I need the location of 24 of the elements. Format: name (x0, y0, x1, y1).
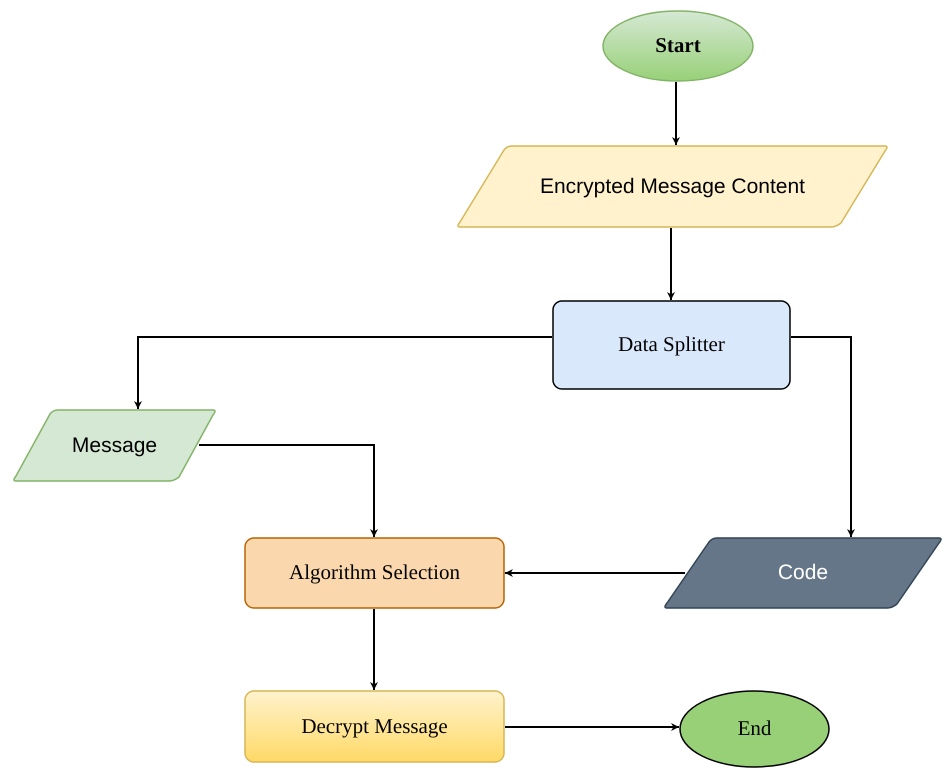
node-label: Message (72, 432, 158, 458)
arrow (134, 336, 552, 409)
end-terminal (679, 690, 830, 768)
node-label: Decrypt Message (301, 714, 448, 740)
process-box (552, 300, 791, 390)
process-box (244, 537, 505, 609)
node-label: Code (778, 560, 828, 586)
data-parallelogram (663, 537, 943, 609)
node-label: Start (655, 33, 701, 59)
arrow (505, 723, 679, 731)
node-label: End (738, 716, 772, 742)
process-box (244, 690, 505, 763)
input-parallelogram (456, 145, 889, 228)
node-label: Data Splitter (618, 332, 725, 358)
arrow (370, 609, 378, 690)
arrow (505, 569, 685, 577)
arrow (667, 228, 675, 300)
data-parallelogram (12, 409, 217, 482)
start-terminal (602, 10, 754, 82)
node-label: Encrypted Message Content (540, 174, 805, 200)
node-label: Algorithm Selection (289, 560, 460, 586)
arrow (672, 82, 680, 145)
arrow (791, 336, 855, 537)
arrow (199, 444, 378, 537)
